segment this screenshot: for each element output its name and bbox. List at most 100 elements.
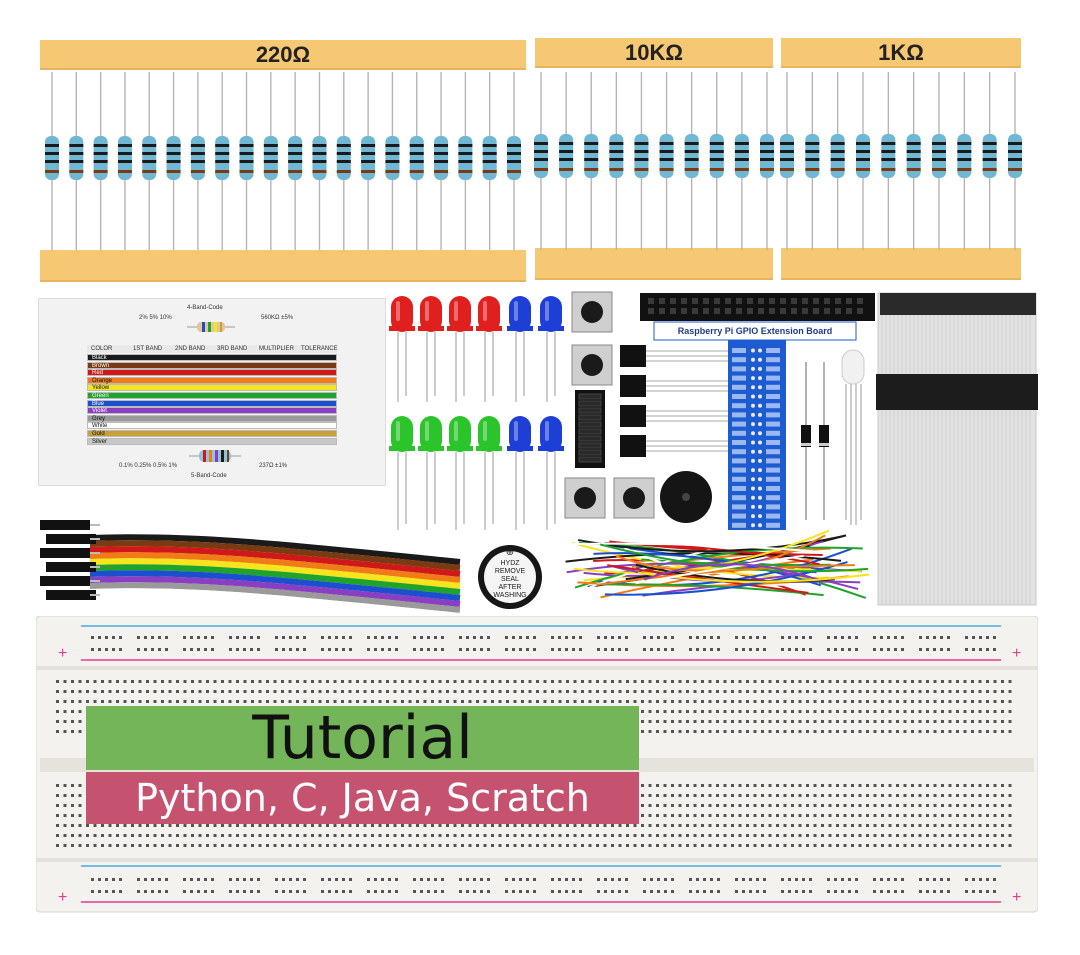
card-column-header: 1ST BAND — [133, 346, 163, 352]
led-group — [389, 296, 564, 530]
tape-top-220 — [40, 40, 526, 70]
color-code-card: 4-Band-Code 2% 5% 10% 560KΩ ±5% COLOR 1ST… — [38, 298, 386, 486]
svg-text:+: + — [58, 645, 67, 662]
transistor — [620, 435, 730, 457]
card-column-header: COLOR — [91, 346, 113, 352]
led — [418, 416, 444, 530]
card-bottom-right-value: 237Ω ±1% — [259, 463, 288, 469]
led — [538, 296, 564, 402]
card-table-row: Silver — [87, 437, 337, 445]
push-button — [613, 477, 655, 519]
resistor — [684, 72, 699, 250]
resistor — [957, 72, 972, 250]
passive-buzzer: ⊕ — [478, 545, 542, 609]
resistor — [215, 72, 230, 250]
tape-bottom-1k — [781, 248, 1021, 280]
resistor — [458, 72, 473, 250]
resistor — [856, 72, 870, 250]
card-bottom-title: 5-Band-Code — [191, 473, 227, 479]
card-resistor-4band-icon — [187, 322, 235, 332]
card-table-row: Green — [87, 392, 337, 399]
transistor-group — [620, 345, 730, 457]
card-row-color-name: Blue — [92, 400, 105, 407]
card-resistor-5band-icon — [189, 450, 241, 462]
transistor — [620, 405, 730, 427]
resistor — [932, 72, 946, 250]
card-table-row: Grey — [87, 414, 337, 422]
led — [538, 416, 564, 530]
tape-top-10k — [535, 38, 773, 68]
gpio-board-title: Raspberry Pi GPIO Extension Board — [678, 326, 833, 336]
resistor — [239, 72, 254, 250]
led — [476, 296, 502, 402]
tape-top-1k — [781, 38, 1021, 68]
gpio-extension-board: Raspberry Pi GPIO Extension Board — [640, 293, 875, 530]
led-bar-graph — [575, 390, 605, 468]
resistor — [659, 72, 674, 250]
card-row-color-name: Yellow — [92, 385, 110, 392]
resistor-label-10k: 10KΩ — [625, 40, 683, 65]
card-table-row: White — [87, 422, 337, 430]
resistor — [584, 72, 599, 250]
resistor — [507, 72, 521, 250]
card-column-header: 3RD BAND — [217, 346, 248, 352]
card-row-color-name: Gold — [92, 431, 105, 437]
resistor — [336, 72, 351, 250]
push-button — [571, 291, 613, 333]
resistor — [609, 72, 624, 250]
card-row-color-name: Violet — [92, 408, 107, 415]
card-bottom-left-value: 0.1% 0.25% 0.5% 1% — [119, 463, 178, 469]
languages-banner — [86, 772, 639, 824]
gpio-header-pins — [648, 298, 863, 314]
card-table-row: Yellow — [87, 384, 337, 392]
card-row-color-name: White — [92, 423, 108, 430]
loose-jumper-wires — [565, 529, 870, 600]
led — [418, 296, 444, 402]
tutorial-banner — [86, 706, 639, 770]
components-area: Raspberry Pi GPIO Extension Board ⊕ — [40, 291, 1038, 613]
led — [447, 296, 473, 402]
svg-text:+: + — [58, 889, 67, 906]
card-table-row: Blue — [87, 399, 337, 407]
tape-bottom-220 — [40, 250, 526, 282]
svg-text:+: + — [1012, 889, 1021, 906]
resistor — [780, 72, 794, 250]
card-row-color-name: Silver — [92, 438, 108, 445]
ribbon-cable — [876, 292, 1038, 606]
card-table-row: Brown — [87, 361, 337, 369]
led — [389, 296, 415, 402]
svg-text:⊕: ⊕ — [506, 547, 514, 558]
card-column-header: MULTIPLIER — [259, 346, 294, 352]
push-button-group — [564, 291, 655, 519]
tutorial-heading: Tutorial — [252, 703, 473, 773]
resistor — [117, 72, 132, 250]
card-table-row: Black — [87, 354, 337, 361]
transistor — [620, 345, 730, 367]
card-column-header: 2ND BAND — [175, 346, 206, 352]
led — [476, 416, 502, 530]
resistor — [760, 72, 774, 250]
resistor — [1008, 72, 1022, 250]
card-top-title: 4-Band-Code — [187, 305, 223, 311]
push-button — [571, 344, 613, 386]
card-row-color-name: Grey — [92, 415, 106, 422]
resistor — [881, 72, 896, 250]
card-top-left-value: 2% 5% 10% — [139, 315, 172, 321]
led — [389, 416, 415, 530]
resistor — [830, 72, 845, 250]
resistor — [709, 72, 724, 250]
card-table-row: Orange — [87, 376, 337, 384]
rgb-led — [841, 349, 865, 525]
resistor — [45, 72, 59, 250]
card-row-color-name: Red — [92, 370, 104, 377]
push-button — [564, 477, 606, 519]
resistor — [534, 72, 548, 250]
resistor — [559, 72, 574, 250]
gpio-pin-labels — [732, 348, 780, 528]
card-top-right-value: 560KΩ ±5% — [261, 315, 294, 321]
svg-text:+: + — [1012, 645, 1021, 662]
tape-bottom-10k — [535, 248, 773, 280]
resistor — [288, 72, 303, 250]
resistor — [982, 72, 997, 250]
